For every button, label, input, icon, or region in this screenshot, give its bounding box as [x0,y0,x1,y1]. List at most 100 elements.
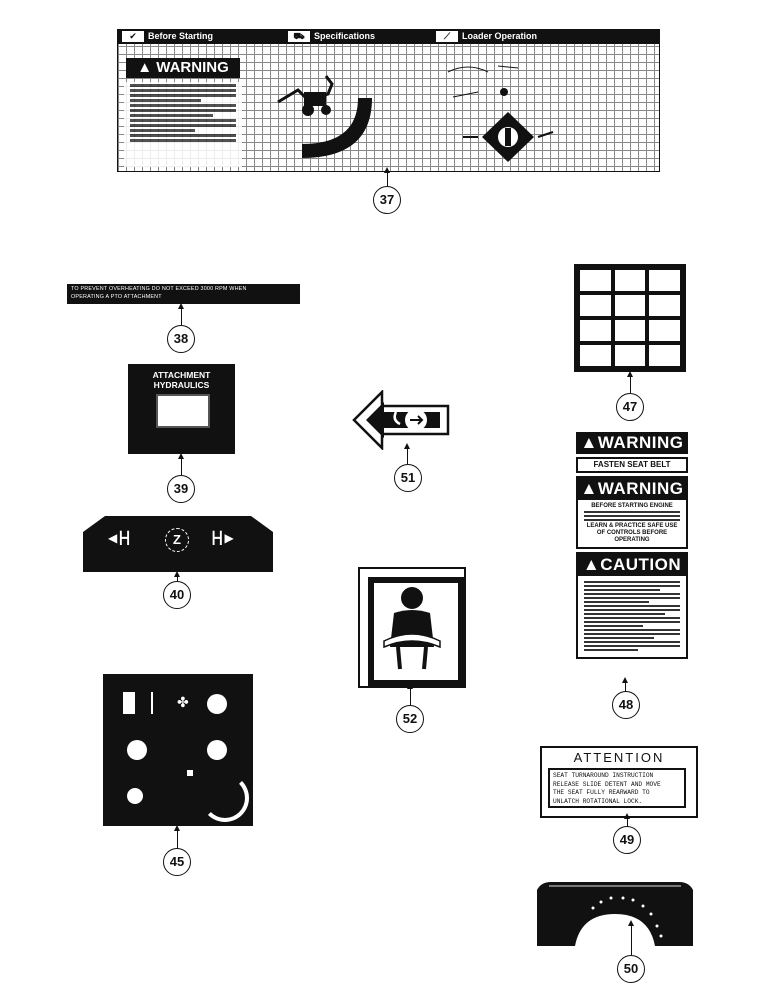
warning-text-block [124,82,242,167]
fuse-amp-label: 15A [624,309,636,316]
fuse-symbol-icon: ACC [617,294,643,309]
before-start-text [578,511,686,521]
decal-37-header: ✔ Before Starting ⛟ Specifications ⟋ Loa… [118,30,659,44]
callout-45: 45 [163,848,191,876]
attention-line4: UNLATCH ROTATIONAL LOCK. [553,797,643,805]
caution-text [578,576,686,657]
fuse-cell: ✤ [613,344,647,367]
fuse-amp-label: 5A [660,309,669,316]
caution-bar: ▲CAUTION [578,554,686,576]
caution-triangle-icon: ▲ [582,555,601,574]
fasten-seat-belt: FASTEN SEAT BELT [576,457,688,473]
decal-37: ✔ Before Starting ⛟ Specifications ⟋ Loa… [117,29,660,172]
warning-title: WARNING [156,59,229,76]
attention-title: ATTENTION [573,750,665,765]
header-before-starting: Before Starting [148,31,214,41]
leader-45 [174,825,180,848]
decal-39-title-line1: ATTACHMENT [152,370,211,380]
fuse-symbol-icon: ≡D [656,269,673,284]
warning-box-2: ▲WARNING BEFORE STARTING ENGINE LEARN & … [576,476,688,549]
tractor-icon: ⛟ [288,31,310,42]
fuse-amp-label: 5A [660,284,669,291]
decal-39-window [156,394,210,428]
fuse-amp-label: 15A [589,359,601,366]
warning-triangle-icon: ▲ [580,479,598,498]
attention-text-box: SEAT TURNAROUND INSTRUCTION RELEASE SLID… [548,768,686,808]
fuse-amp-label: 5A [660,334,669,341]
decal-45: ✤ [103,674,253,826]
attention-line1: SEAT TURNAROUND INSTRUCTION [553,772,654,779]
fuse-symbol-icon: ⇑ [590,344,601,359]
callout-37: 37 [373,186,401,214]
decal-40-right-symbol: ┣┫▶ [210,531,234,545]
learn-practice-text: LEARN & PRACTICE SAFE USE OF CONTROLS BE… [586,523,678,543]
leader-49 [624,813,630,828]
callout-51: 51 [394,464,422,492]
fuse-symbol-icon: D [590,294,600,309]
fuse-symbol-icon: ≡D [656,294,673,309]
loader-icon: ⟋ [436,31,458,42]
fuse-symbol-icon: ⊖⊖ [585,319,606,334]
decal-38-line1: TO PREVENT OVERHEATING DO NOT EXCEED 300… [71,286,247,292]
decal-48: ▲WARNING FASTEN SEAT BELT ▲WARNING BEFOR… [576,432,688,678]
dial-4 [127,788,143,804]
callout-39: 39 [167,475,195,503]
loader-control-diagram [447,65,554,162]
gauge-bracket [151,692,159,714]
fuse-amp-label: 15A [589,309,601,316]
decal-39: ATTACHMENT HYDRAULICS [128,364,235,454]
attention-line3: THE SEAT FULLY REARWARD TO [553,789,650,796]
fuse-amp-label: 10A [589,284,601,291]
dial-2 [127,740,147,760]
leader-51 [404,443,410,464]
warning-triangle-icon: ▲ [580,433,598,452]
callout-49: 49 [613,826,641,854]
decal-49: ATTENTION SEAT TURNAROUND INSTRUCTION RE… [540,746,698,818]
warning-triangle-icon: ▲ [137,59,153,76]
fuse-symbol-icon: ☀ [659,347,671,362]
fuse-symbol-icon: ✤ [624,347,636,362]
warning-bar-2: ▲WARNING [578,478,686,500]
arc-gauge [201,774,249,822]
fuse-cell: ⇑15A [579,344,612,367]
callout-47: 47 [616,393,644,421]
decal-39-title-line2: HYDRAULICS [153,380,210,390]
fuse-amp-label: 15A [589,334,601,341]
decal-38: TO PREVENT OVERHEATING DO NOT EXCEED 300… [67,284,300,304]
warning-label-2: WARNING [597,479,684,498]
fuse-symbol-icon: ⚶ [624,319,636,334]
dial-1 [207,694,227,714]
dial-3 [207,740,227,760]
gauge-rect [123,692,135,714]
before-starting-engine: BEFORE STARTING ENGINE [591,503,673,509]
fuse-amp-label: 7.5A [623,284,637,291]
decal-38-line2: OPERATING A PTO ATTACHMENT [71,294,162,300]
check-icon: ✔ [122,31,144,42]
fuse-symbol-icon: ⊕ [590,269,601,284]
leader-52 [407,683,413,705]
leader-50 [628,920,634,955]
decal-50 [537,882,693,946]
fuse-cell: ⊕10A [579,269,612,292]
leader-47 [627,371,633,393]
callout-50: 50 [617,955,645,983]
leader-37 [384,167,390,186]
fan-icon: ✤ [177,694,189,710]
callout-52: 52 [396,705,424,733]
fuse-cell: ⚶10A [613,319,647,342]
fuse-symbol-icon: ≡D [622,269,638,284]
callout-38: 38 [167,325,195,353]
callout-48: 48 [612,691,640,719]
header-loader-operation: Loader Operation [462,31,538,41]
warning-bar-1: ▲WARNING [576,432,688,454]
leader-48 [622,677,628,694]
fuse-cell: ☀ [648,344,681,367]
decal-51 [352,390,450,450]
decal-52-frame [368,577,464,686]
